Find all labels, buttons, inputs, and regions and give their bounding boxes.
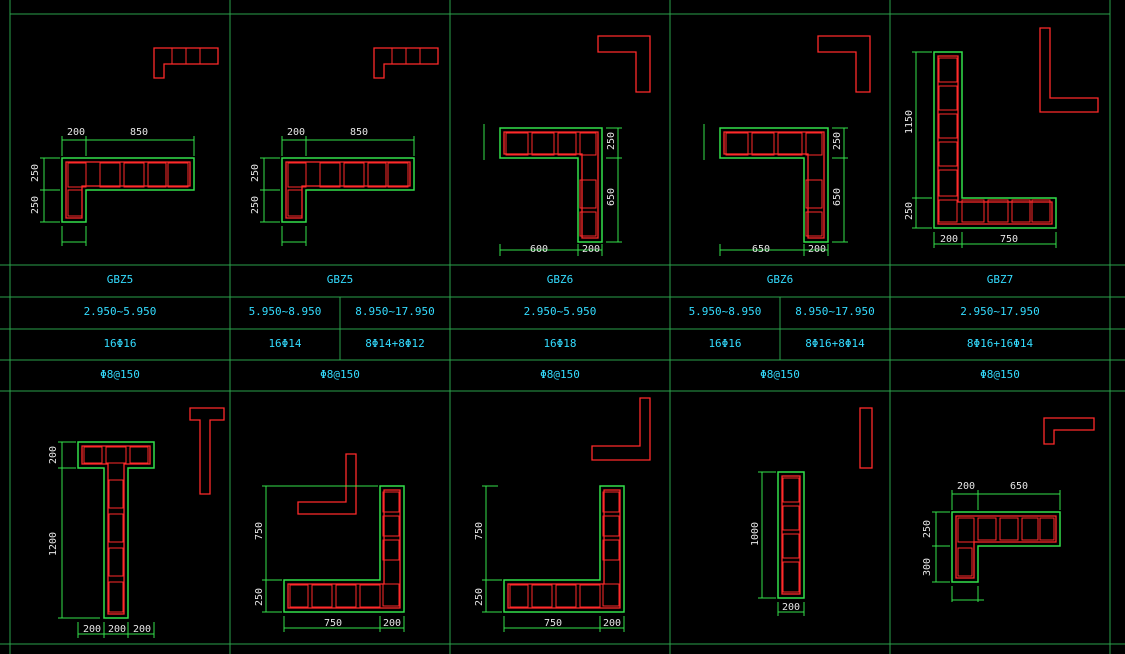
row-name-2: GBZ5 [326, 273, 354, 286]
dim-text: 200 [582, 244, 600, 255]
row-name-5: GBZ7 [986, 273, 1014, 286]
dim-text: 200 [108, 624, 126, 635]
section-t-shape: 200 1200 200 200 200 [48, 407, 225, 638]
dim-text: 200 [940, 234, 958, 245]
bars-2: 16Φ14 [268, 337, 302, 350]
stirrup-2: Φ8@150 [320, 368, 360, 381]
dim-text: 200 [287, 127, 305, 138]
bars-5: 16Φ16 [708, 337, 742, 350]
elevation-7: 2.950~17.950 [960, 305, 1040, 318]
section-gbz7: 1150 250 200 750 [904, 27, 1099, 248]
dim-text: 200 [782, 602, 800, 613]
dim-text: 200 [133, 624, 151, 635]
dim-text: 250 [30, 196, 41, 214]
row-name-4: GBZ6 [766, 273, 794, 286]
row-name-1: GBZ5 [106, 273, 134, 286]
dim-text: 200 [808, 244, 826, 255]
dim-text: 250 [250, 196, 261, 214]
section-l-shape-b: 750 250 750 200 [474, 397, 651, 632]
dim-text: 200 [67, 127, 85, 138]
bars-6: 8Φ16+8Φ14 [805, 337, 865, 350]
dim-text: 750 [544, 618, 562, 629]
dim-text: 650 [606, 188, 617, 206]
dim-text: 200 [603, 618, 621, 629]
dim-text: 600 [530, 244, 548, 255]
dim-text: 250 [474, 588, 485, 606]
elevation-2: 5.950~8.950 [248, 305, 322, 318]
dim-text: 750 [254, 522, 265, 540]
dim-text: 650 [752, 244, 770, 255]
stirrup-1: Φ8@150 [100, 368, 140, 381]
elevation-3: 8.950~17.950 [355, 305, 435, 318]
dim-text: 200 [957, 481, 975, 492]
bars-3: 8Φ14+8Φ12 [365, 337, 425, 350]
elevation-1: 2.950~5.950 [83, 305, 157, 318]
dim-text: 1000 [750, 522, 761, 546]
stirrup-3: Φ8@150 [540, 368, 580, 381]
dim-text: 250 [922, 520, 933, 538]
dim-text: 1200 [48, 532, 59, 556]
section-small-l: 200 650 250 300 [922, 417, 1095, 602]
bars-1: 16Φ16 [103, 337, 137, 350]
elevation-4: 2.950~5.950 [523, 305, 597, 318]
dim-text: 250 [606, 132, 617, 150]
dim-text: 650 [1010, 481, 1028, 492]
stirrup-4: Φ8@150 [760, 368, 800, 381]
dim-text: 750 [1000, 234, 1018, 245]
dim-text: 650 [832, 188, 843, 206]
section-gbz6-a: 250 650 600 200 [483, 35, 651, 256]
section-rect-column: 1000 200 [750, 407, 873, 616]
dim-text: 250 [254, 588, 265, 606]
row-name-3: GBZ6 [546, 273, 574, 286]
section-gbz5-a: 200 850 250 250 [30, 47, 219, 246]
dim-text: 250 [30, 164, 41, 182]
elevation-5: 5.950~8.950 [688, 305, 762, 318]
bars-7: 8Φ16+16Φ14 [966, 337, 1034, 350]
section-gbz6-b: 250 650 650 200 [703, 35, 871, 256]
dim-text: 250 [250, 164, 261, 182]
dim-text: 850 [130, 127, 148, 138]
bars-4: 16Φ18 [543, 337, 577, 350]
dim-text: 250 [832, 132, 843, 150]
dim-text: 850 [350, 127, 368, 138]
dim-text: 1150 [904, 110, 915, 134]
dim-text: 200 [383, 618, 401, 629]
dim-text: 300 [922, 558, 933, 576]
section-gbz5-b: 200 850 250 250 [250, 47, 439, 246]
elevation-6: 8.950~17.950 [795, 305, 875, 318]
dim-text: 200 [83, 624, 101, 635]
section-l-shape-a: 750 250 750 200 [254, 453, 405, 632]
stirrup-5: Φ8@150 [980, 368, 1020, 381]
dim-text: 750 [474, 522, 485, 540]
dim-text: 250 [904, 202, 915, 220]
dim-text: 750 [324, 618, 342, 629]
dim-text: 200 [48, 446, 59, 464]
